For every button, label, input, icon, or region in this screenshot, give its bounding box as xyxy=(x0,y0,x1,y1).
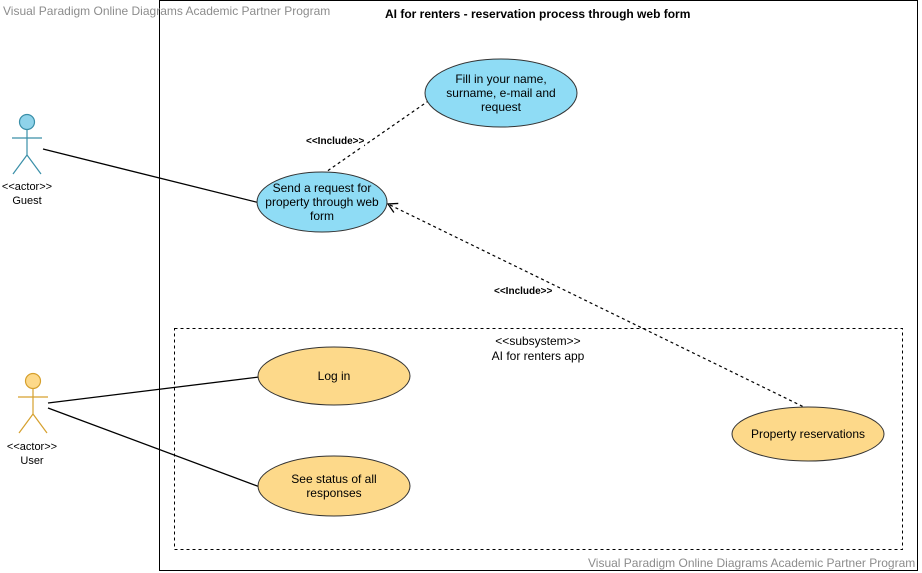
watermark-bottom: Visual Paradigm Online Diagrams Academic… xyxy=(588,556,916,570)
actor-user-icon[interactable] xyxy=(18,372,48,434)
include-label-2: <<Include>> xyxy=(494,286,553,297)
association-guest-send-request[interactable] xyxy=(42,148,261,204)
usecase-log-in-label: Log in xyxy=(317,369,351,383)
usecase-property-reservations-ellipse[interactable] xyxy=(731,406,885,462)
association-user-see-status[interactable] xyxy=(47,407,261,488)
actor-user-stereotype: <<actor>> xyxy=(6,441,58,453)
watermark-top: Visual Paradigm Online Diagrams Academic… xyxy=(3,4,331,18)
usecase-see-status-ellipse[interactable] xyxy=(257,455,411,517)
include-label-1: <<Include>> xyxy=(306,136,365,147)
association-user-log-in[interactable] xyxy=(47,376,260,404)
actor-guest-icon[interactable] xyxy=(12,113,42,175)
system-title: AI for renters - reservation process thr… xyxy=(385,7,691,21)
include-arrow-send-request[interactable] xyxy=(386,202,809,410)
actor-guest-stereotype: <<actor>> xyxy=(1,181,53,193)
usecase-fill-in-label: Fill in your name, surname, e-mail and r… xyxy=(446,72,556,114)
actor-guest-name: Guest xyxy=(12,195,42,207)
include-arrow-fill-in[interactable] xyxy=(322,94,439,175)
usecase-send-request-label: Send a request for property through web … xyxy=(265,181,379,223)
subsystem-name: AI for renters app xyxy=(491,349,585,363)
usecase-property-reservations-label: Property reservations xyxy=(750,427,866,441)
system-boundary[interactable] xyxy=(159,0,918,571)
usecase-see-status-label: See status of all responses xyxy=(291,472,377,500)
usecase-log-in-ellipse[interactable] xyxy=(257,346,411,406)
usecase-send-request-ellipse[interactable] xyxy=(256,171,388,233)
subsystem-stereotype: <<subsystem>> xyxy=(495,334,581,348)
actor-user-name: User xyxy=(20,455,44,467)
usecase-fill-in-ellipse[interactable] xyxy=(424,58,578,128)
